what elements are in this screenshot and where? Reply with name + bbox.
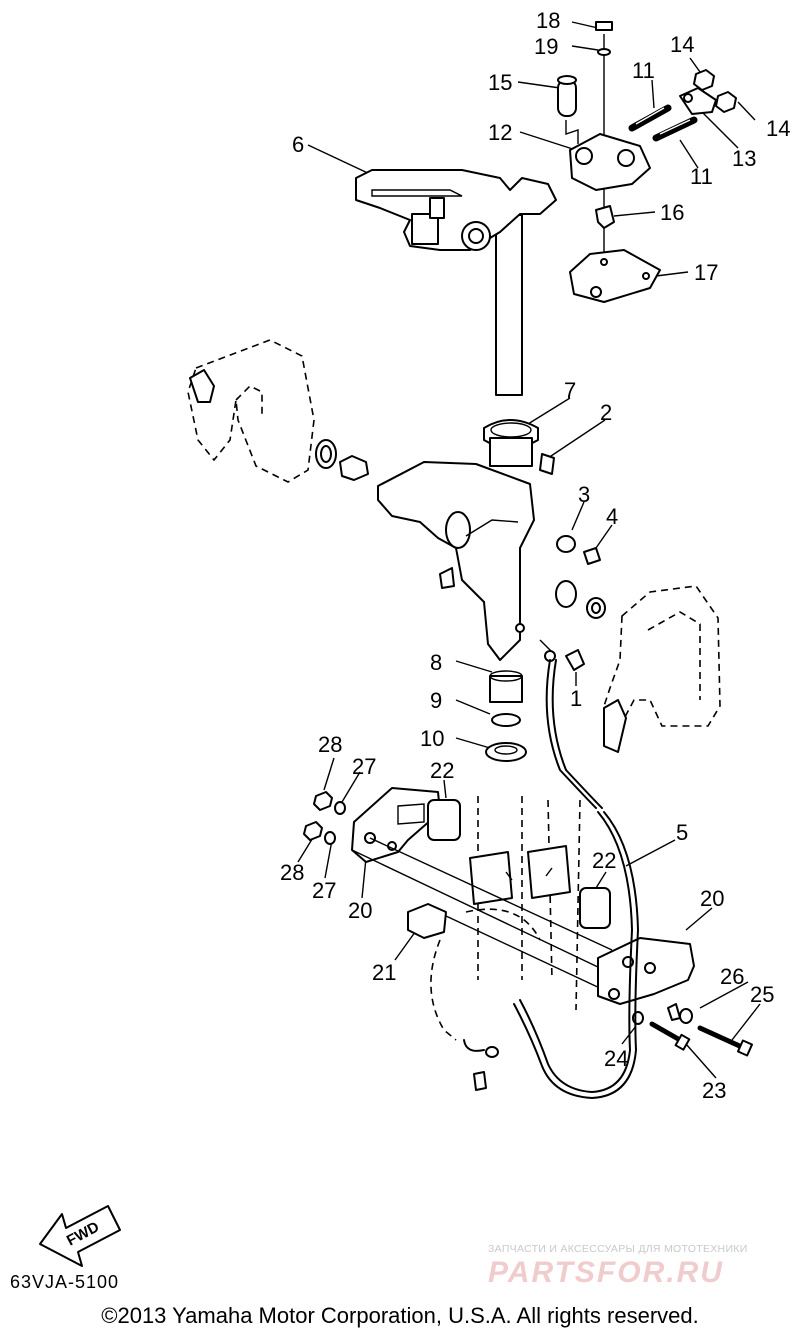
callout-13: 13	[732, 146, 756, 171]
damper-21	[407, 903, 447, 939]
callout-20-right: 20	[700, 886, 724, 911]
stud-bolt-upper	[628, 104, 672, 132]
callout-17: 17	[694, 260, 718, 285]
ground-lead-5	[513, 659, 639, 1099]
callout-11-upper: 11	[632, 58, 655, 83]
callout-14-upper: 14	[670, 32, 694, 57]
callout-4: 4	[606, 504, 618, 529]
callout-10: 10	[420, 726, 444, 751]
bushing-right	[555, 580, 577, 608]
bolt-1	[565, 649, 585, 671]
bolt-4	[583, 547, 601, 565]
swivel-bracket	[377, 419, 606, 671]
callout-14-right: 14	[766, 116, 790, 141]
lower-bushing-stack	[485, 670, 527, 762]
bolt-18	[595, 21, 613, 31]
upper-mount-20-left	[351, 787, 441, 863]
callout-numbers: 18 19 15 11 14 14 13 12 6 11 16 17 7 2 3…	[280, 8, 790, 1103]
diagram-code: 63VJA-5100	[10, 1272, 120, 1292]
clamp-bracket-left	[187, 339, 369, 483]
copyright-notice: ©2013 Yamaha Motor Corporation, U.S.A. A…	[101, 1303, 699, 1328]
callout-19: 19	[534, 34, 558, 59]
steering-bracket-assembly	[355, 21, 737, 396]
steering-shaft	[495, 214, 523, 396]
callout-1: 1	[570, 686, 582, 711]
fwd-arrow: FWD	[39, 1205, 121, 1267]
callout-7: 7	[564, 378, 576, 403]
nut-28-upper	[313, 791, 333, 811]
bushing-body	[489, 437, 533, 467]
callout-6: 6	[292, 132, 304, 157]
pin	[557, 79, 577, 117]
callout-23: 23	[702, 1078, 726, 1103]
callout-11-lower: 11	[690, 164, 713, 189]
nut-28-lower	[303, 821, 323, 841]
nut-26	[679, 1008, 693, 1024]
callout-16: 16	[660, 200, 684, 225]
damper-22-left	[427, 799, 461, 841]
callout-12: 12	[488, 120, 512, 145]
friction-block	[569, 133, 651, 191]
callout-3: 3	[578, 482, 590, 507]
nut-14-right	[715, 91, 737, 113]
callout-22-right: 22	[592, 848, 616, 873]
callout-18: 18	[536, 8, 560, 33]
callout-21: 21	[372, 960, 396, 985]
plate-2	[539, 453, 555, 475]
callout-2: 2	[600, 400, 612, 425]
watermark-logo: PARTSFOR.RU	[488, 1256, 724, 1289]
callout-26: 26	[720, 964, 744, 989]
bolt-23	[674, 1033, 691, 1051]
callout-28-lower: 28	[280, 860, 304, 885]
callout-22-left: 22	[430, 758, 454, 783]
callout-25: 25	[750, 982, 774, 1007]
callout-27-upper: 27	[352, 754, 376, 779]
washer-27-upper	[334, 801, 346, 815]
leader-lines	[297, 21, 761, 1079]
steering-bracket	[355, 169, 557, 251]
nut-14-upper	[693, 69, 715, 91]
callout-28-upper: 28	[318, 732, 342, 757]
washer-19	[597, 48, 611, 56]
bushing-3	[556, 535, 576, 553]
callout-24: 24	[604, 1046, 628, 1071]
bolt-25	[736, 1039, 754, 1057]
washer-27-lower	[324, 831, 336, 845]
callout-20-left: 20	[348, 898, 372, 923]
fitting-16	[595, 205, 615, 229]
callout-27-lower: 27	[312, 878, 336, 903]
stud-bolt-lower	[652, 116, 698, 142]
callout-9: 9	[430, 688, 442, 713]
clamp-bracket-right	[603, 585, 721, 753]
callout-15: 15	[488, 70, 512, 95]
damper-22-right	[579, 887, 611, 929]
o-ring-9	[491, 713, 521, 727]
bushing-left	[339, 455, 369, 481]
callout-8: 8	[430, 650, 442, 675]
watermark-subtitle: ЗАПЧАСТИ И АКСЕССУАРЫ ДЛЯ МОТОТЕХНИКИ	[488, 1243, 748, 1255]
lower-mount-area	[303, 787, 754, 1091]
callout-5: 5	[676, 820, 688, 845]
